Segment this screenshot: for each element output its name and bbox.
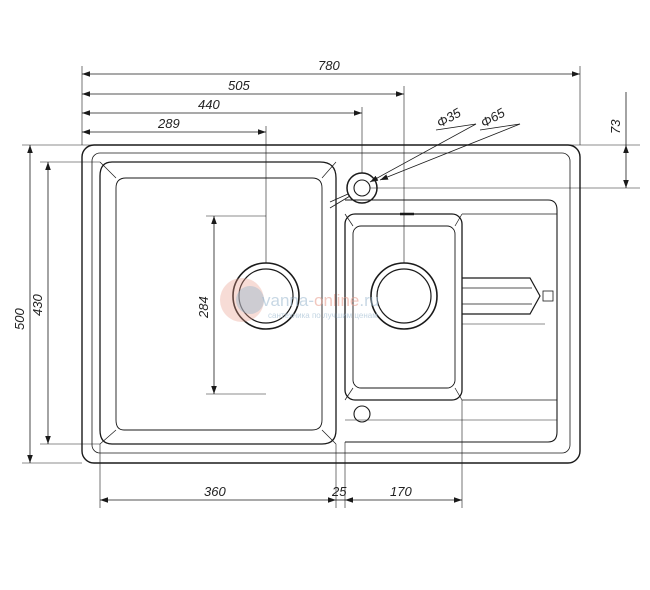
- overflow-hole: [353, 405, 371, 423]
- dim-mixer-offset: 73: [608, 119, 623, 134]
- svg-text:vanna-online.ru: vanna-online.ru: [262, 291, 379, 310]
- diameter-leaders: [329, 123, 521, 209]
- watermark-brand-3: .ru: [359, 291, 379, 310]
- dim-to-big-drain: 289: [157, 116, 180, 131]
- dim-overall-width: 780: [318, 58, 340, 73]
- watermark-brand-1: vanna-: [262, 291, 314, 310]
- small-drain: [370, 262, 438, 330]
- dim-to-mixer-hole: 440: [198, 97, 220, 112]
- dim-bowl-height: 430: [30, 294, 45, 316]
- dim-gap: 25: [331, 484, 347, 499]
- dimension-labels: 780 505 440 289 Φ35 Φ65 73 500 430 284 3…: [12, 58, 623, 499]
- dim-to-small-drain: 505: [228, 78, 250, 93]
- drainer-area: [345, 199, 558, 443]
- dim-drain-spacing: 284: [196, 296, 211, 319]
- dim-big-bowl-width: 360: [204, 484, 226, 499]
- watermark-logo: vanna-online.ru сантехника по лучшим цен…: [220, 278, 379, 322]
- dimension-lines: [27, 71, 629, 503]
- dim-overall-height: 500: [12, 308, 27, 330]
- watermark-tagline: сантехника по лучшим ценам: [268, 311, 378, 320]
- overflow-slot: [462, 277, 554, 325]
- dim-small-bowl-width: 170: [390, 484, 412, 499]
- watermark-brand-2: online: [314, 291, 359, 310]
- large-bowl: [99, 161, 337, 445]
